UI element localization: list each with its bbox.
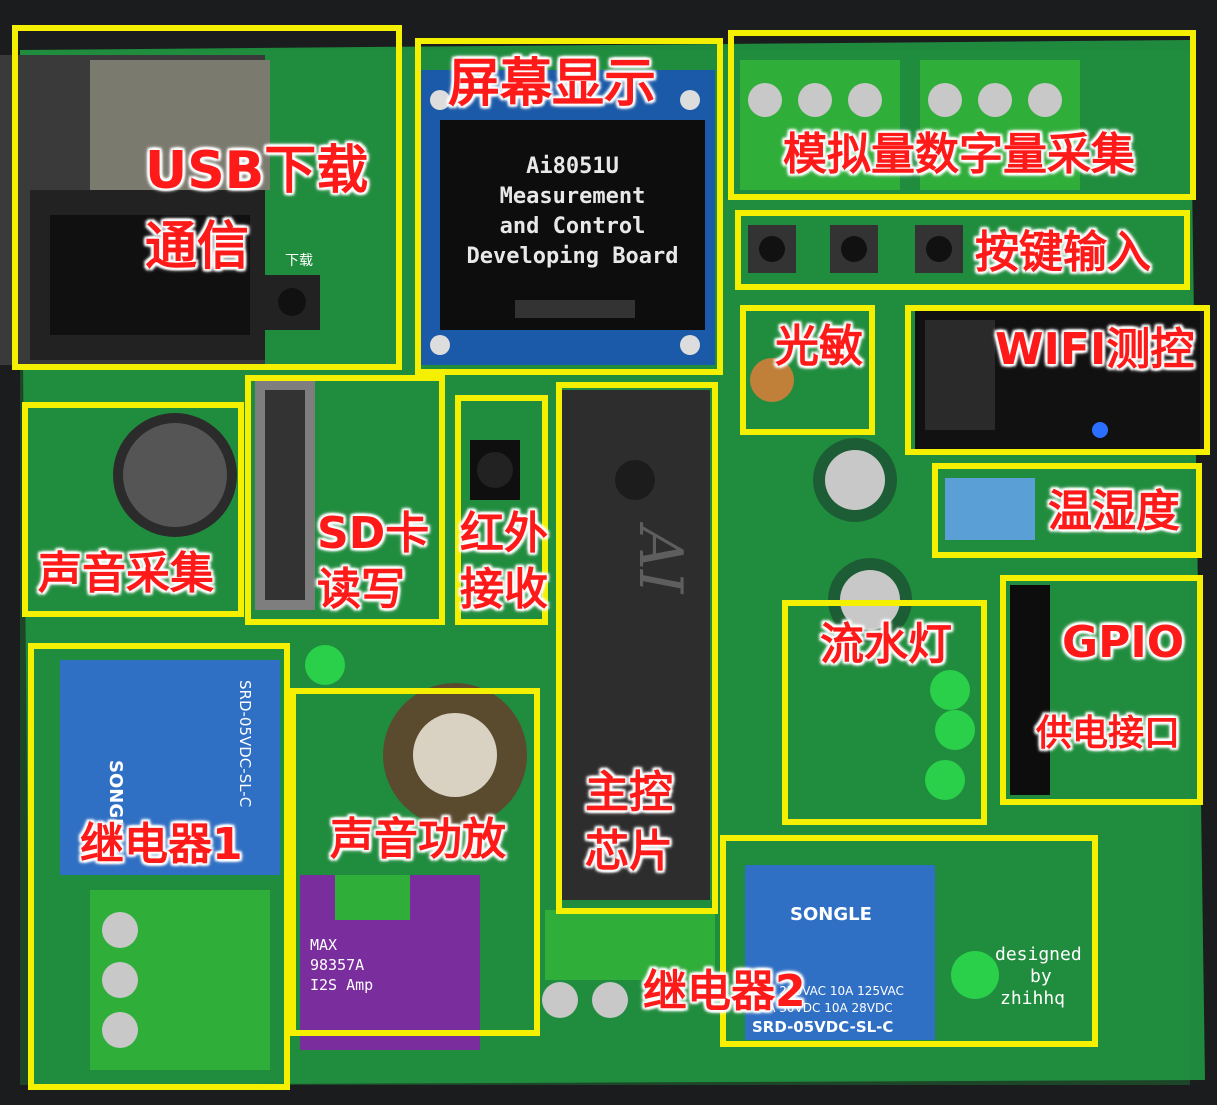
label-analog-digital: 模拟量数字量采集 bbox=[783, 129, 1135, 180]
relay2-zone bbox=[720, 835, 1098, 1047]
sd-zone bbox=[245, 375, 445, 625]
label-temp-humidity: 温湿度 bbox=[1048, 486, 1180, 537]
amp-zone bbox=[290, 688, 540, 1036]
amp-label-3: I2S Amp bbox=[310, 976, 373, 994]
label-sound-capture: 声音采集 bbox=[38, 548, 214, 599]
green-led-icon bbox=[930, 670, 970, 710]
amp-label-1: MAX bbox=[310, 936, 337, 954]
designer-line1: designed bbox=[995, 944, 1082, 965]
relay2-terminal bbox=[545, 910, 715, 980]
label-sd-line1: SD卡 bbox=[317, 508, 430, 559]
relay1-model: SRD-05VDC-SL-C bbox=[236, 680, 254, 807]
relay2-rating-1: 10A 250VAC 10A 125VAC bbox=[752, 984, 904, 998]
analog-digital-zone bbox=[728, 30, 1196, 200]
label-gpio: GPIO bbox=[1062, 617, 1185, 668]
terminal-block-left bbox=[740, 60, 900, 190]
label-power: 供电接口 bbox=[1036, 713, 1181, 754]
label-relay2: 继电器2 bbox=[643, 966, 806, 1017]
amp-label-2: 98357A bbox=[310, 956, 364, 974]
download-silkscreen: 下载 bbox=[285, 253, 313, 269]
label-screen: 屏幕显示 bbox=[448, 54, 657, 114]
oled-line-2: Measurement bbox=[499, 184, 646, 209]
relay2-model: SRD-05VDC-SL-C bbox=[752, 1018, 893, 1036]
label-sd-line2: 读写 bbox=[317, 564, 405, 615]
screen-zone bbox=[415, 38, 723, 375]
keys-zone bbox=[735, 210, 1190, 290]
green-led-icon bbox=[925, 760, 965, 800]
relay1-brand: SONGLE bbox=[105, 760, 126, 842]
leds-zone bbox=[782, 600, 987, 825]
relay2-body bbox=[745, 865, 935, 1040]
label-keys: 按键输入 bbox=[975, 227, 1151, 278]
photoresistor-icon bbox=[750, 358, 794, 402]
label-relay1: 继电器1 bbox=[80, 819, 243, 870]
designer-line3: zhihhq bbox=[1000, 988, 1065, 1009]
oled-line-3: and Control bbox=[499, 214, 646, 239]
label-usb-line1: USB下载 bbox=[145, 141, 369, 201]
designer-line2: by bbox=[1030, 966, 1052, 987]
oled-line-1: Ai8051U bbox=[526, 154, 619, 179]
green-led-icon bbox=[951, 951, 999, 999]
label-ir-line2: 接收 bbox=[460, 564, 548, 615]
label-ir-line1: 红外 bbox=[460, 508, 548, 559]
ir-zone bbox=[455, 395, 548, 625]
label-usb-line2: 通信 bbox=[145, 217, 250, 277]
label-wifi: WIFI测控 bbox=[995, 324, 1195, 375]
green-led-icon bbox=[935, 710, 975, 750]
relay2-rating-2: 10A 30VDC 10A 28VDC bbox=[752, 1001, 893, 1015]
sound-capture-zone bbox=[22, 402, 244, 617]
dht-sensor-icon bbox=[945, 478, 1035, 540]
mcu-zone bbox=[556, 382, 718, 914]
relay1-body bbox=[60, 660, 280, 875]
temp-humidity-zone bbox=[932, 463, 1202, 558]
relay2-brand: SONGLE bbox=[790, 904, 872, 925]
terminal-block-right bbox=[920, 60, 1080, 190]
chip-brand: AI bbox=[625, 521, 695, 594]
green-led-icon bbox=[305, 645, 345, 685]
label-mcu-line2: 芯片 bbox=[585, 826, 673, 877]
oled-line-4: Developing Board bbox=[466, 244, 679, 269]
gpio-zone bbox=[1000, 575, 1203, 805]
light-zone bbox=[740, 305, 875, 435]
gpio-header bbox=[1010, 585, 1050, 795]
relay1-zone bbox=[28, 643, 290, 1090]
label-amp: 声音功放 bbox=[330, 814, 506, 865]
label-light: 光敏 bbox=[775, 321, 863, 372]
wifi-zone bbox=[905, 305, 1210, 455]
label-leds: 流水灯 bbox=[820, 619, 952, 670]
label-mcu-line1: 主控 bbox=[585, 767, 673, 818]
usb-zone bbox=[12, 25, 402, 370]
